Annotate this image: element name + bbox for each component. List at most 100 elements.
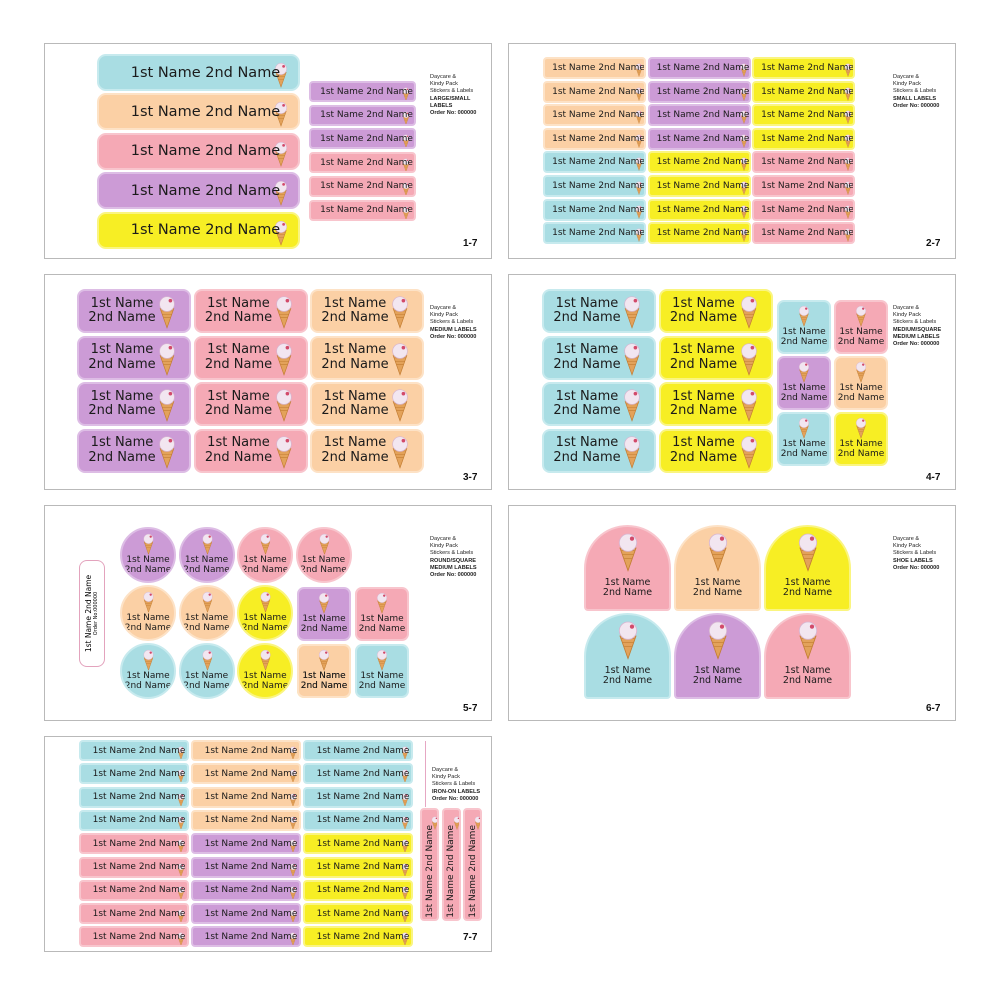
info-line: SMALL LABELS [893,95,937,102]
label-text: 1st Name 2nd Name [316,838,410,849]
ice-cream-cone-icon [176,862,186,876]
label-text: 1st Name 2nd Name [656,110,750,121]
info-line: Kindy Pack [893,81,921,88]
ice-cream-cone-icon [288,745,298,759]
label-text: 1st Name 2nd Name [130,182,281,199]
ice-cream-cone-icon [400,745,410,759]
name-label: 1st Name 2nd Name [543,80,646,103]
ice-cream-cone-icon [401,157,411,172]
label-line2: 2nd Name [602,675,653,686]
label-text: 1st Name 2nd Name [92,885,186,896]
info-line: Order No: 000000 [893,564,940,571]
ice-cream-cone-icon [176,768,186,783]
label-line1: 1st Name [207,388,270,404]
label-line1: 1st Name [184,555,229,566]
name-label: 1st Name 2nd Name [79,903,189,925]
label-text: 1st Name 2nd Name [204,862,298,872]
page-number: 4-7 [926,472,941,483]
ice-cream-cone-icon [388,435,412,471]
label-text: 1st Name 2nd Name [320,133,413,144]
label-line1: 1st Name [784,664,831,676]
ice-cream-cone-icon [739,62,749,77]
ice-cream-cone-icon [155,295,179,331]
label-line2: 2nd Name [124,681,172,691]
label-line2: 2nd Name [780,449,828,459]
label-text: 1st Name 2nd Name [320,86,413,97]
label-text: 1st Name 2nd Name [552,63,645,73]
info-line: Kindy Pack [430,81,458,88]
info-line: Kindy Pack [893,543,921,550]
label-line1: 1st Name [243,613,287,624]
label-text: 1st Name 2nd Name [320,110,413,121]
ice-cream-cone-icon [388,342,412,378]
info-line: MEDIUM LABELS [893,333,940,340]
label-line1: 1st Name [90,295,154,311]
name-label: 1st Name 2nd Name [647,80,751,103]
name-label: 1st Name 2nd Name [543,104,646,127]
label-line1: 1st Name [323,435,387,451]
ice-cream-cone-icon [469,816,480,830]
label-text: 1st Name 2nd Name [92,745,186,756]
ice-cream-cone-icon [620,342,644,378]
info-line: Kindy Pack [430,312,458,319]
name-label: 1st Name 2nd Name [752,80,855,103]
label-text: 1st Name 2nd Name [204,931,298,942]
label-line2: 2nd Name [669,310,738,325]
label-text: 1st Name 2nd Name [424,825,435,918]
ice-cream-cone-icon [288,908,298,923]
label-line1: 1st Name [555,388,619,404]
label-line2: 2nd Name [241,681,289,691]
ice-cream-cone-icon [288,838,298,853]
label-text: 1st Name 2nd Name [761,86,854,97]
name-label: 1st Name 2nd Name [97,132,300,170]
info-line: Order No: 000000 [430,110,477,117]
info-line: Order No: 000000 [432,795,479,802]
info-line: Stickers & Labels [430,550,474,557]
label-text: 1st Name 2nd Name [552,157,645,168]
ice-cream-cone-icon [176,931,186,946]
name-label: 1st Name 2nd Name [309,152,416,174]
label-line1: 1st Name [184,671,229,682]
label-text: 1st Name 2nd Name [761,157,854,168]
label-line1: 1st Name [839,327,883,338]
ice-cream-cone-icon [200,649,215,675]
ice-cream-cone-icon [288,885,298,899]
name-label: 1st Name 2nd Name [647,151,751,174]
name-label: 1st Name 2nd Name [543,198,646,221]
ice-cream-cone-icon [176,745,186,759]
label-line1: 1st Name [184,613,229,624]
name-label: 1st Name 2nd Name [309,175,416,197]
label-text: 1st Name 2nd Name [761,63,854,73]
label-text: 1st Name 2nd Name [316,908,410,919]
label-line2: 2nd Name [204,449,273,465]
name-label: 1st Name 2nd Name [303,740,413,761]
page-number: 3-7 [463,472,478,483]
ice-cream-cone-icon [176,908,186,923]
info-line: Kindy Pack [893,312,921,319]
ice-cream-cone-icon [739,109,749,125]
ice-cream-cone-icon [739,156,749,172]
ice-cream-cone-icon [400,862,410,876]
ice-cream-cone-icon [739,204,749,219]
